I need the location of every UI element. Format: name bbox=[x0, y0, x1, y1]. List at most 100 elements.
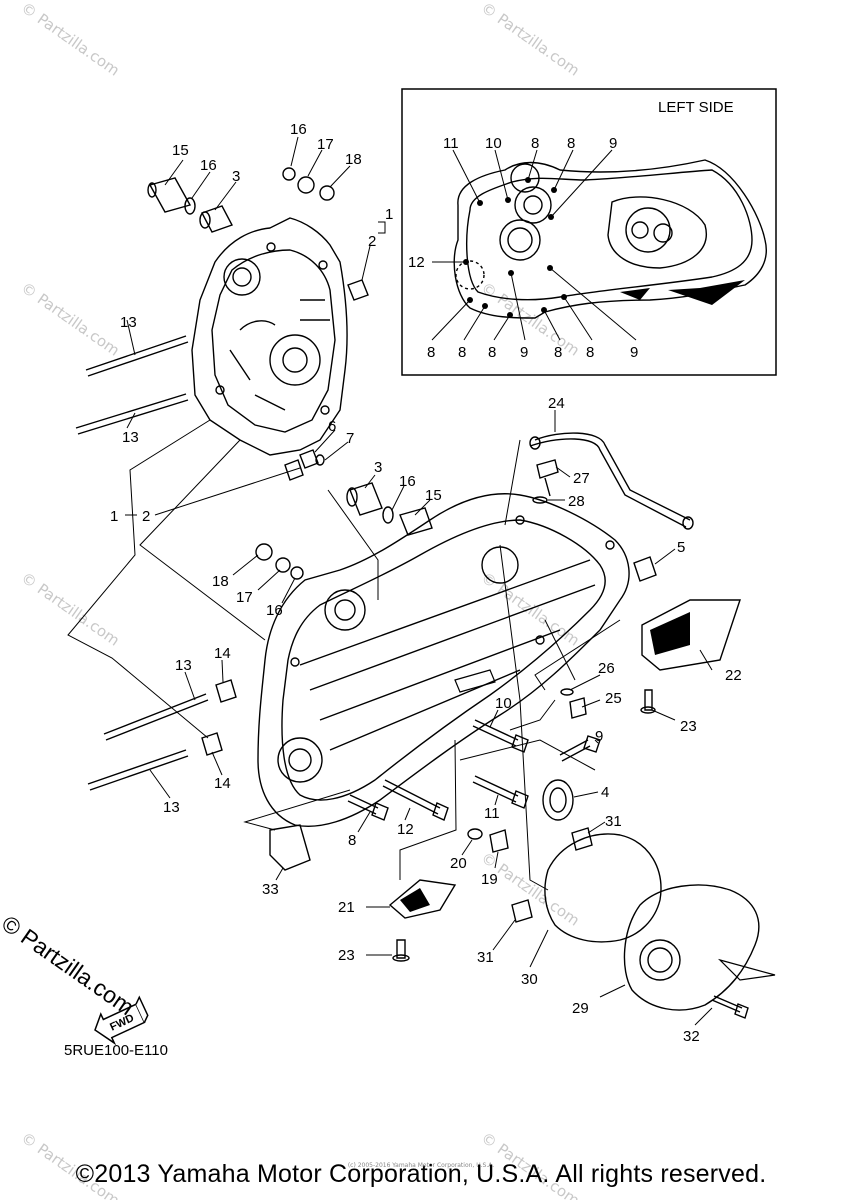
right-crankcase-half bbox=[191, 217, 348, 456]
callout-11: 11 bbox=[484, 805, 500, 822]
callout-23: 23 bbox=[680, 718, 697, 735]
tiny-credit: (c) 2005-2016 Yamaha Motor Corporation, … bbox=[347, 1162, 495, 1169]
callout-23: 23 bbox=[338, 947, 355, 964]
hose-end bbox=[529, 436, 541, 450]
callout-31: 31 bbox=[477, 949, 494, 966]
callout-9: 9 bbox=[520, 344, 528, 361]
callout-14: 14 bbox=[214, 775, 231, 792]
callout-8: 8 bbox=[586, 344, 594, 361]
copyright-notice: ©2013 Yamaha Motor Corporation, U.S.A. A… bbox=[75, 1160, 767, 1188]
cover-seal-bore bbox=[647, 947, 673, 973]
studs-and-bolts bbox=[75, 335, 601, 821]
callout-12: 12 bbox=[397, 821, 414, 838]
callout-24: 24 bbox=[548, 395, 565, 412]
callout-28: 28 bbox=[568, 493, 585, 510]
callout-15: 15 bbox=[172, 142, 189, 159]
callout-14: 14 bbox=[214, 645, 231, 662]
inset-title: LEFT SIDE bbox=[658, 99, 734, 116]
callout-8: 8 bbox=[554, 344, 562, 361]
callout-29: 29 bbox=[572, 1000, 589, 1017]
breather-hose bbox=[529, 432, 691, 528]
inset-shadow-fin bbox=[620, 288, 650, 300]
callout-8: 8 bbox=[531, 135, 539, 152]
inset-side-plate bbox=[607, 196, 707, 269]
inset-leader-lines bbox=[431, 149, 637, 341]
cover-tab bbox=[717, 958, 776, 981]
crankcase-cover-assembly bbox=[544, 833, 776, 1011]
callout-16: 16 bbox=[200, 157, 217, 174]
watermark: © Partzilla.com bbox=[18, 569, 123, 650]
inset-oil-cap bbox=[455, 260, 485, 290]
callout-4: 4 bbox=[601, 784, 609, 801]
callout-22: 22 bbox=[725, 667, 742, 684]
callout-5: 5 bbox=[677, 539, 685, 556]
inset-gear-boss bbox=[625, 207, 671, 253]
callout-20: 20 bbox=[450, 855, 467, 872]
callout-8: 8 bbox=[348, 832, 356, 849]
hose-end bbox=[682, 516, 694, 530]
inset-crankcase-outline bbox=[453, 159, 767, 319]
callout-15: 15 bbox=[425, 487, 442, 504]
callout-10: 10 bbox=[495, 695, 512, 712]
callout-9: 9 bbox=[595, 728, 603, 745]
inset-shaft-boss bbox=[499, 219, 541, 261]
left-crankcase-half bbox=[257, 493, 630, 827]
callout-7: 7 bbox=[346, 430, 354, 447]
small-parts bbox=[147, 167, 749, 1019]
callout-27: 27 bbox=[573, 470, 590, 487]
inset-shaft-bore bbox=[507, 227, 533, 253]
inset-crankcase-inner bbox=[466, 169, 753, 301]
callout-10: 10 bbox=[485, 135, 502, 152]
callout-11: 11 bbox=[443, 135, 459, 152]
leader-lines bbox=[67, 136, 713, 1026]
callout-8: 8 bbox=[567, 135, 575, 152]
callout-30: 30 bbox=[521, 971, 538, 988]
callout-6: 6 bbox=[328, 418, 336, 435]
diagram-code: 5RUE100-E110 bbox=[64, 1042, 168, 1059]
cover-gasket bbox=[544, 833, 662, 943]
callout-25: 25 bbox=[605, 690, 622, 707]
callout-32: 32 bbox=[683, 1028, 700, 1045]
callout-16: 16 bbox=[266, 602, 283, 619]
callout-labels: 15 16 3 16 17 18 1 2 13 13 6 7 1 2 3 16 … bbox=[110, 121, 742, 1045]
callout-17: 17 bbox=[236, 589, 253, 606]
callout-12: 12 bbox=[408, 254, 425, 271]
fwd-arrow-icon: FWD bbox=[94, 995, 149, 1046]
left-side-inset: LEFT SIDE bbox=[401, 88, 777, 376]
callout-16: 16 bbox=[290, 121, 307, 138]
watermark: © Partzilla.com bbox=[478, 0, 583, 80]
callout-9: 9 bbox=[609, 135, 617, 152]
callout-8: 8 bbox=[458, 344, 466, 361]
callout-13: 13 bbox=[163, 799, 180, 816]
callout-16: 16 bbox=[399, 473, 416, 490]
callout-8: 8 bbox=[427, 344, 435, 361]
callout-2: 2 bbox=[368, 233, 376, 250]
inset-shadow-fin bbox=[668, 280, 745, 305]
callout-1: 1 bbox=[385, 206, 393, 223]
callout-3: 3 bbox=[374, 459, 382, 476]
callout-19: 19 bbox=[481, 871, 498, 888]
callout-26: 26 bbox=[598, 660, 615, 677]
gearbox-cover bbox=[623, 884, 760, 1011]
inset-frame bbox=[401, 88, 777, 376]
inset-bearing-bore bbox=[523, 195, 543, 215]
cover-seal-boss bbox=[639, 939, 681, 981]
callout-17: 17 bbox=[317, 136, 334, 153]
watermark: © Partzilla.com bbox=[18, 279, 123, 360]
callout-13: 13 bbox=[122, 429, 139, 446]
inset-gear-hole bbox=[653, 223, 673, 243]
callout-33: 33 bbox=[262, 881, 279, 898]
watermark: © Partzilla.com bbox=[18, 0, 123, 80]
callout-13: 13 bbox=[175, 657, 192, 674]
callout-21: 21 bbox=[338, 899, 355, 916]
callout-13: 13 bbox=[120, 314, 137, 331]
callout-3: 3 bbox=[232, 168, 240, 185]
callout-1: 1 bbox=[110, 508, 118, 525]
callout-2: 2 bbox=[142, 508, 150, 525]
inset-gear-hole bbox=[631, 221, 649, 239]
inset-boss-upper bbox=[510, 163, 540, 193]
inset-bearing-boss bbox=[514, 186, 552, 224]
callout-31: 31 bbox=[605, 813, 622, 830]
callout-8: 8 bbox=[488, 344, 496, 361]
